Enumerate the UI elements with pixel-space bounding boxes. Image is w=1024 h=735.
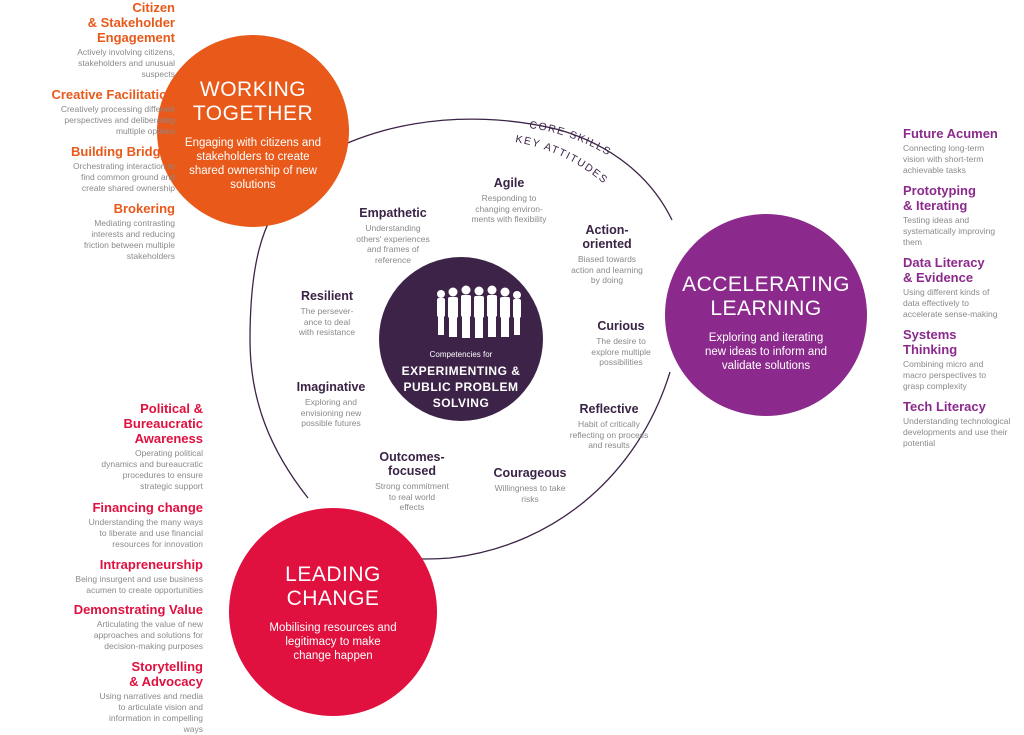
attitude-action-oriented: Action- oriented Biased towards action a… [557,223,657,286]
accelerating-learning-subtitle: Exploring and iterating new ideas to inf… [704,332,828,372]
skill-citizen-engagement: Citizen & Stakeholder Engagement Activel… [0,0,175,80]
skill-title: Systems Thinking [903,327,958,357]
attitude-curious: Curious The desire to explore multiple p… [576,319,666,368]
attitude-desc: Willingness to take risks [494,483,566,504]
attitude-desc: Understanding others' experiences and fr… [356,223,430,265]
skill-future-acumen: Future Acumen Connecting long-term visio… [903,126,1023,176]
attitude-title: Curious [597,319,645,333]
skill-building-bridges: Building Bridges Orchestrating interacti… [0,144,175,194]
skill-storytelling: Storytelling & Advocacy Using narratives… [28,659,203,735]
skill-title: Prototyping & Iterating [903,183,976,213]
skill-desc: Understanding the many ways to liberate … [88,517,203,549]
people-silhouettes-icon [437,285,521,338]
attitude-agile: Agile Responding to changing environ- me… [454,176,564,225]
skill-desc: Articulating the value of new approaches… [93,619,203,651]
attitude-title: Resilient [300,289,354,303]
skill-financing-change: Financing change Understanding the many … [28,500,203,550]
skill-tech-literacy: Tech Literacy Understanding technologica… [903,399,1023,449]
attitude-title: Imaginative [296,380,366,394]
skill-title: Tech Literacy [903,399,986,414]
skill-desc: Actively involving citizens, stakeholder… [77,47,175,79]
attitude-desc: The desire to explore multiple possibili… [591,336,651,367]
working-together-heading-block: WORKING TOGETHER Engaging with citizens … [163,78,343,192]
skill-title: Building Bridges [71,144,175,159]
working-together-subtitle: Engaging with citizens and stakeholders … [184,137,322,191]
skill-demonstrating-value: Demonstrating Value Articulating the val… [28,602,203,652]
attitude-desc: The persever- ance to deal with resistan… [298,306,356,337]
center-pre-label: Competencies for [429,350,493,359]
attitude-imaginative: Imaginative Exploring and envisioning ne… [281,380,381,429]
attitude-desc: Exploring and envisioning new possible f… [300,397,362,428]
skill-desc: Combining micro and macro perspectives t… [903,359,987,391]
attitude-title: Courageous [493,466,567,480]
skill-title: Citizen & Stakeholder Engagement [87,0,175,45]
skill-title: Future Acumen [903,126,998,141]
leading-change-title: LEADING CHANGE [285,563,381,610]
skill-desc: Understanding technological developments… [903,416,1011,448]
skill-brokering: Brokering Mediating contrasting interest… [0,201,175,262]
attitude-title: Action- oriented [582,223,632,251]
attitude-resilient: Resilient The persever- ance to deal wit… [282,289,372,338]
skill-desc: Operating political dynamics and bureauc… [101,448,203,491]
attitude-title: Empathetic [359,206,427,220]
skill-data-literacy: Data Literacy & Evidence Using different… [903,255,1023,320]
skill-intrapreneurship: Intrapreneurship Being insurgent and use… [28,557,203,596]
skill-title: Demonstrating Value [73,602,203,617]
attitude-title: Agile [493,176,525,190]
attitude-courageous: Courageous Willingness to take risks [478,466,582,504]
skill-title: Political & Bureaucratic Awareness [123,401,203,446]
skill-title: Brokering [113,201,175,216]
skill-desc: Mediating contrasting interests and redu… [83,218,175,261]
center-label: Competencies for EXPERIMENTING & PUBLIC … [391,350,531,411]
leading-change-heading-block: LEADING CHANGE Mobilising resources and … [243,563,423,663]
skill-desc: Using different kinds of data effectivel… [903,287,998,319]
skill-prototyping: Prototyping & Iterating Testing ideas an… [903,183,1023,248]
center-main-label: EXPERIMENTING & PUBLIC PROBLEM SOLVING [401,364,521,410]
skill-title: Intrapreneurship [99,557,203,572]
skill-desc: Using narratives and media to articulate… [99,691,203,734]
attitude-desc: Responding to changing environ- ments wi… [471,193,547,224]
skill-systems-thinking: Systems Thinking Combining micro and mac… [903,327,1023,392]
leading-change-circle [229,508,437,716]
skill-creative-facilitation: Creative Facilitation Creatively process… [0,87,175,137]
accelerating-learning-heading-block: ACCELERATING LEARNING Exploring and iter… [676,273,856,373]
attitude-desc: Habit of critically reflecting on proces… [569,419,649,450]
working-together-title: WORKING TOGETHER [192,78,314,125]
skill-political-awareness: Political & Bureaucratic Awareness Opera… [28,401,203,492]
skill-desc: Connecting long-term vision with short-t… [903,143,985,175]
skill-desc: Creatively processing different perspect… [60,104,175,136]
attitude-empathetic: Empathetic Understanding others' experie… [343,206,443,265]
skill-title: Creative Facilitation [51,87,175,102]
attitude-title: Reflective [579,402,639,416]
accelerating-learning-circle [665,214,867,416]
skill-desc: Testing ideas and systematically improvi… [903,215,996,247]
attitude-reflective: Reflective Habit of critically reflectin… [559,402,659,451]
skill-title: Financing change [92,500,203,515]
attitude-desc: Biased towards action and learning by do… [571,254,643,285]
leading-change-subtitle: Mobilising resources and legitimacy to m… [269,622,397,662]
working-together-circle [157,35,349,227]
skill-title: Data Literacy & Evidence [903,255,985,285]
attitude-outcomes-focused: Outcomes- focused Strong commitment to r… [360,450,464,513]
skill-title: Storytelling & Advocacy [129,659,203,689]
attitude-title: Outcomes- focused [379,450,445,478]
attitude-desc: Strong commitment to real world effects [375,481,449,512]
skill-desc: Being insurgent and use business acumen … [75,574,203,595]
accelerating-learning-title: ACCELERATING LEARNING [682,273,850,320]
skill-desc: Orchestrating interaction to find common… [72,161,175,193]
